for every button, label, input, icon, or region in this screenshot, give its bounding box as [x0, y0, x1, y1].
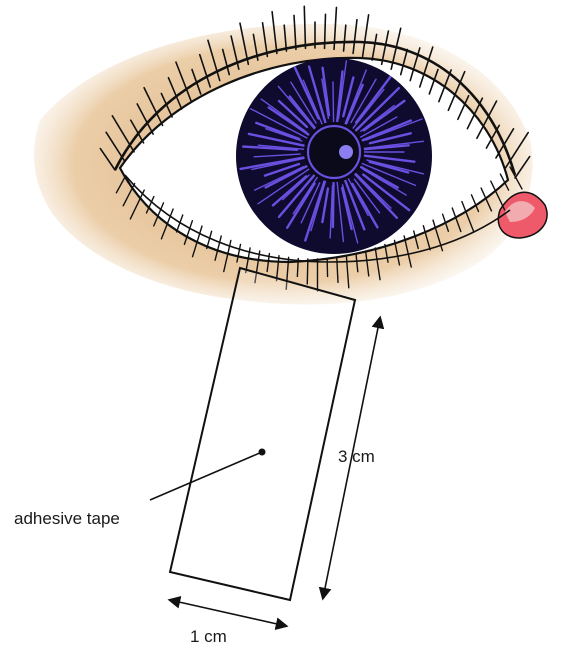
iris-highlight — [339, 145, 353, 159]
tape-label: adhesive tape — [14, 509, 120, 528]
width-dimension-arrow — [170, 600, 286, 626]
iris — [236, 58, 432, 254]
pupil — [304, 122, 364, 182]
length-label: 3 cm — [338, 447, 375, 466]
tape-leader-dot — [259, 449, 266, 456]
width-label: 1 cm — [190, 627, 227, 646]
adhesive-tape-strip — [170, 268, 355, 600]
